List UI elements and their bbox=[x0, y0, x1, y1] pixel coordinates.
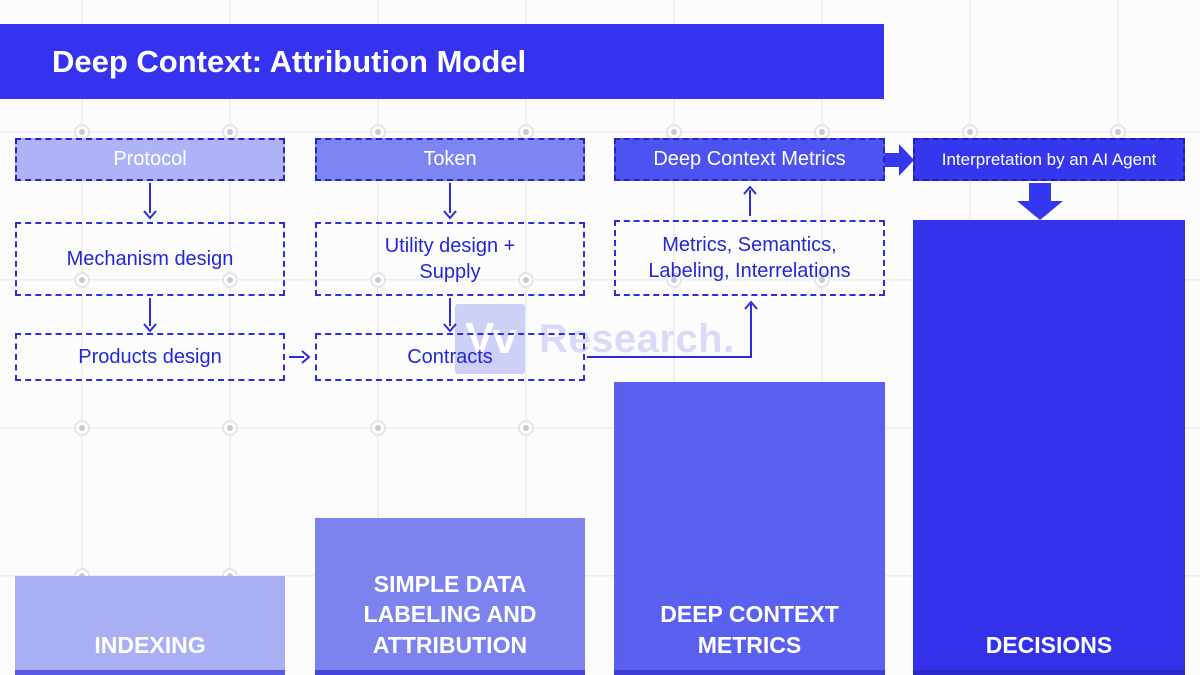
stage-indexing: INDEXING bbox=[15, 576, 285, 675]
title-banner: Deep Context: Attribution Model bbox=[0, 24, 884, 99]
metrics-semantics-box: Metrics, Semantics, Labeling, Interrelat… bbox=[614, 220, 885, 296]
metrics-semantics-label: Metrics, Semantics, Labeling, Interrelat… bbox=[648, 234, 851, 282]
grid-dot bbox=[518, 272, 534, 288]
token-box: Token bbox=[315, 138, 585, 181]
grid-dot bbox=[74, 272, 90, 288]
stage-simple-data-label: SIMPLE DATA LABELING AND ATTRIBUTION bbox=[363, 570, 537, 659]
grid-dot bbox=[222, 272, 238, 288]
grid-dot bbox=[666, 272, 682, 288]
mechanism-design-box: Mechanism design bbox=[15, 222, 285, 296]
utility-design-box: Utility design + Supply bbox=[315, 222, 585, 296]
grid-dot bbox=[74, 420, 90, 436]
grid-dot bbox=[370, 420, 386, 436]
watermark-logo: Vv bbox=[455, 304, 525, 374]
page-title: Deep Context: Attribution Model bbox=[52, 43, 527, 79]
contracts-label: Contracts bbox=[407, 346, 493, 368]
deep-context-metrics-label: Deep Context Metrics bbox=[653, 148, 846, 170]
stage-decisions: DECISIONS bbox=[913, 220, 1185, 675]
protocol-label: Protocol bbox=[113, 148, 187, 170]
token-label: Token bbox=[423, 148, 477, 170]
stage-indexing-label: INDEXING bbox=[94, 632, 206, 659]
grid-dot bbox=[370, 272, 386, 288]
grid-dot bbox=[222, 420, 238, 436]
interpretation-box: Interpretation by an AI Agent bbox=[913, 138, 1185, 181]
stage-decisions-label: DECISIONS bbox=[985, 632, 1113, 659]
products-design-label: Products design bbox=[78, 346, 222, 368]
products-design-box: Products design bbox=[15, 333, 285, 381]
interpretation-label: Interpretation by an AI Agent bbox=[941, 149, 1157, 169]
contracts-box: Contracts bbox=[315, 333, 585, 381]
stage-simple-data-labeling: SIMPLE DATA LABELING AND ATTRIBUTION bbox=[315, 518, 585, 675]
deep-context-metrics-header-box: Deep Context Metrics bbox=[614, 138, 885, 181]
grid-dot bbox=[814, 272, 830, 288]
stage-deep-context-metrics: DEEP CONTEXT METRICS bbox=[614, 382, 885, 675]
protocol-box: Protocol bbox=[15, 138, 285, 181]
utility-design-label: Utility design + Supply bbox=[384, 235, 516, 283]
stage-deep-context-metrics-label: DEEP CONTEXT METRICS bbox=[660, 601, 839, 659]
grid-dot bbox=[518, 420, 534, 436]
mechanism-design-label: Mechanism design bbox=[66, 248, 234, 270]
